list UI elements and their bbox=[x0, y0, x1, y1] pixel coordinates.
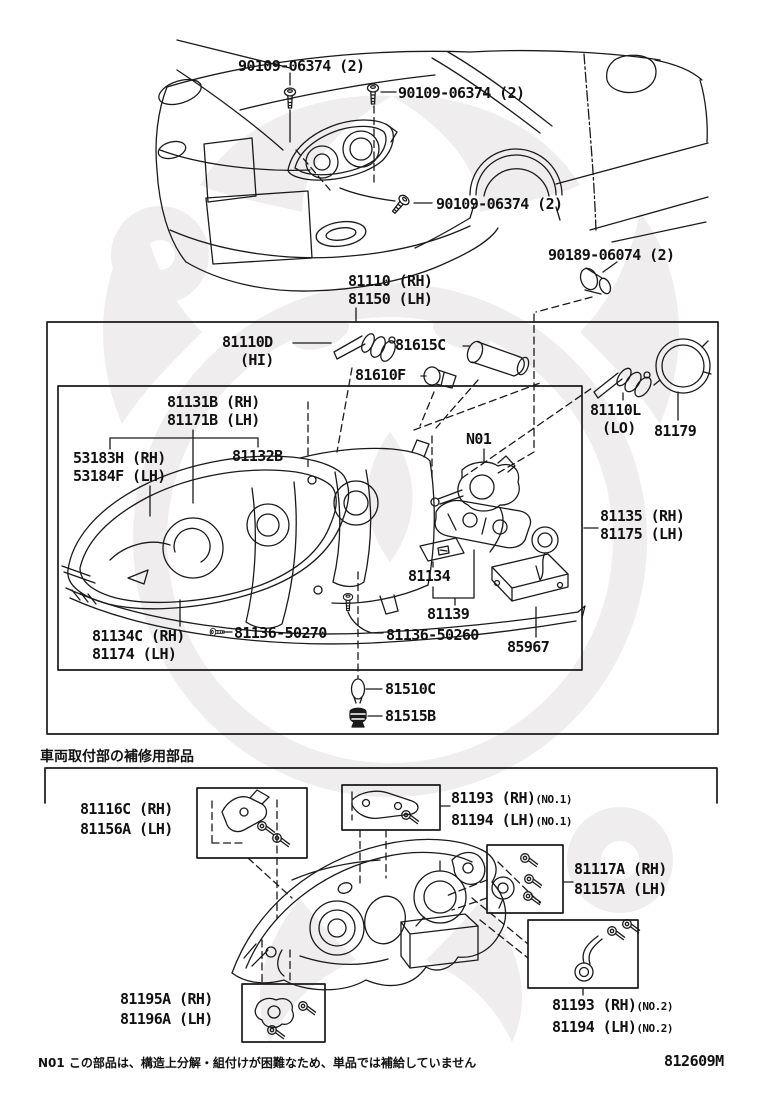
part-label-53184f-lh: 53184F (LH) bbox=[73, 467, 166, 485]
part-label-81171b-lh: 81171B (LH) bbox=[167, 411, 260, 429]
part-label-90189: 90189-06074 (2) bbox=[548, 246, 675, 264]
part-label-81110l: 81110L bbox=[590, 401, 641, 419]
part-label-81110l-sub: (LO) bbox=[602, 419, 636, 437]
part-label-90109-1: 90109-06374 (2) bbox=[238, 57, 365, 75]
part-label-81615c: 81615C bbox=[395, 336, 446, 354]
part-label-81131b-rh: 81131B (RH) bbox=[167, 393, 260, 411]
part-label-81510c: 81510C bbox=[385, 680, 436, 698]
part-label-81179: 81179 bbox=[654, 422, 697, 440]
headlamp-unit-drawing bbox=[61, 439, 586, 645]
part-label-85967: 85967 bbox=[507, 638, 550, 656]
part-label-81157a-lh: 81157A (LH) bbox=[574, 880, 667, 898]
part-label-81132b: 81132B bbox=[232, 447, 283, 465]
part-label-assy-rh: 81110 (RH) bbox=[348, 272, 433, 290]
car-front-drawing bbox=[155, 39, 709, 292]
part-label-81194-no2-lh: 81194 (LH)(NO.2) bbox=[552, 1018, 674, 1036]
part-label-81139: 81139 bbox=[427, 605, 470, 623]
part-label-81116c: 81116C (RH) 81156A (LH) bbox=[80, 799, 173, 839]
part-label-90109-2: 90109-06374 (2) bbox=[398, 84, 525, 102]
part-label-81131b: 81131B (RH) 81171B (LH) bbox=[167, 393, 260, 429]
part-label-81195a-rh: 81195A (RH) bbox=[120, 990, 213, 1008]
part-label-81175-lh: 81175 (LH) bbox=[600, 525, 685, 543]
part-label-81110d-sub: (HI) bbox=[240, 351, 274, 369]
part-label-81196a-lh: 81196A (LH) bbox=[120, 1010, 213, 1028]
part-label-81110d: 81110D bbox=[222, 333, 273, 351]
repair-section bbox=[44, 767, 718, 1043]
part-label-81156a-lh: 81156A (LH) bbox=[80, 820, 173, 838]
part-label-81135: 81135 (RH) 81175 (LH) bbox=[600, 507, 685, 543]
part-label-81117a: 81117A (RH) 81157A (LH) bbox=[574, 859, 667, 899]
part-label-assy-lh: 81150 (LH) bbox=[348, 290, 433, 308]
bracket-icons bbox=[221, 789, 641, 1040]
part-label-81610f: 81610F bbox=[355, 366, 406, 384]
part-label-81136-50270: 81136-50270 bbox=[234, 624, 327, 642]
part-label-81117a-rh: 81117A (RH) bbox=[574, 860, 667, 878]
watermark-pattern bbox=[103, 95, 679, 1042]
part-label-81194-no1-lh: 81194 (LH)(NO.1) bbox=[451, 811, 573, 829]
part-label-81134c-rh: 81134C (RH) bbox=[92, 627, 185, 645]
document-code: 812609M bbox=[664, 1052, 724, 1070]
main-assembly-box bbox=[46, 321, 719, 735]
footer-note: N01 この部品は、構造上分解・組付けが困難なため、単品では補給していません bbox=[38, 1056, 477, 1070]
part-label-81134c: 81134C (RH) 81174 (LH) bbox=[92, 627, 185, 663]
repair-section-header: 車両取付部の補修用部品 bbox=[40, 749, 194, 765]
part-label-assy: 81110 (RH) 81150 (LH) bbox=[348, 272, 433, 308]
part-label-81193-no1: 81193 (RH)(NO.1) 81194 (LH)(NO.1) bbox=[451, 788, 573, 832]
part-label-53183h: 53183H (RH) 53184F (LH) bbox=[73, 449, 166, 485]
part-label-81515b: 81515B bbox=[385, 707, 436, 725]
part-label-81193-no1-rh: 81193 (RH)(NO.1) bbox=[451, 789, 573, 807]
part-label-81193-no2: 81193 (RH)(NO.2) 81194 (LH)(NO.2) bbox=[552, 995, 674, 1039]
headlamp-rear-drawing bbox=[231, 838, 507, 991]
top-fasteners bbox=[283, 72, 618, 474]
part-label-81136-50260: 81136-50260 bbox=[386, 626, 479, 644]
part-label-81134: 81134 bbox=[408, 567, 451, 585]
part-label-53183h-rh: 53183H (RH) bbox=[73, 449, 166, 467]
part-label-81174-lh: 81174 (LH) bbox=[92, 645, 177, 663]
part-label-90109-3: 90109-06374 (2) bbox=[436, 195, 563, 213]
note-ref-n01: N01 bbox=[466, 430, 492, 448]
part-label-81195a: 81195A (RH) 81196A (LH) bbox=[120, 989, 213, 1029]
part-label-81193-no2-rh: 81193 (RH)(NO.2) bbox=[552, 996, 674, 1014]
part-label-81116c-rh: 81116C (RH) bbox=[80, 800, 173, 818]
part-label-81135-rh: 81135 (RH) bbox=[600, 507, 685, 525]
